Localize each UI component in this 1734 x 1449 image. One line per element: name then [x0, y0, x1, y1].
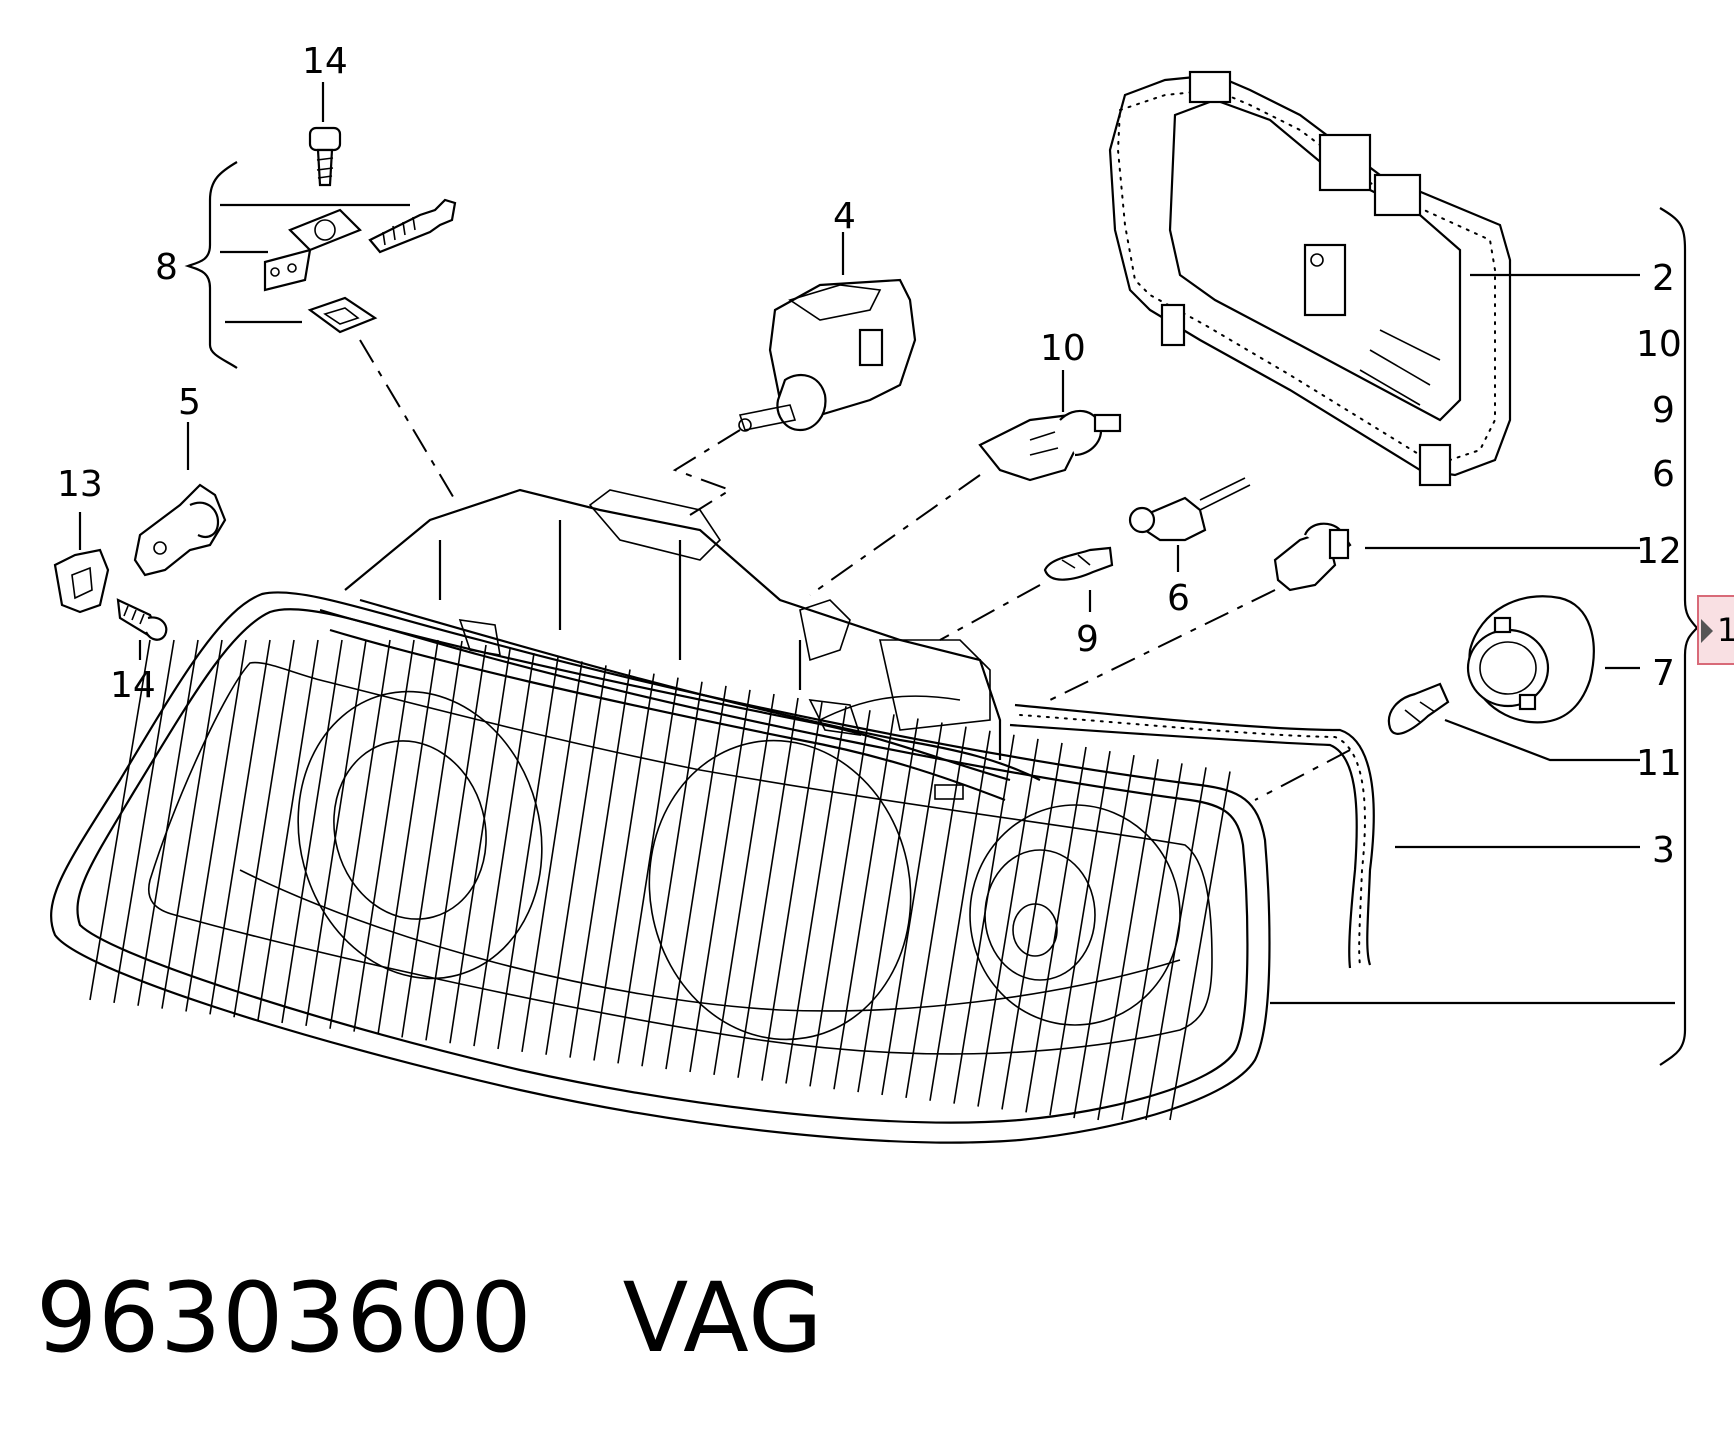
hatch-line	[521, 661, 583, 1052]
bulb-small-w5w	[1043, 546, 1114, 581]
arrow-right-icon	[1701, 619, 1713, 643]
hatch-line	[785, 706, 847, 1084]
hatch-line	[257, 639, 319, 1021]
bulb-h7	[1273, 522, 1352, 592]
screw-self-tapping	[368, 198, 457, 254]
hatch-line	[1097, 759, 1159, 1121]
callout-10-mid: 10	[1040, 328, 1086, 369]
hatch-line	[425, 644, 487, 1041]
hatch-line	[473, 653, 535, 1047]
hatch-line	[497, 657, 559, 1050]
hatch-line	[281, 639, 343, 1024]
callout-6-right: 6	[1652, 454, 1675, 495]
hatch-line	[1145, 767, 1207, 1121]
hatch-line	[353, 639, 415, 1032]
callout-3: 3	[1652, 830, 1675, 871]
callout-14-bottom: 14	[110, 665, 156, 706]
rear-cover	[1108, 70, 1512, 487]
callout-13: 13	[57, 464, 103, 505]
callout-4: 4	[833, 196, 856, 237]
bulb-socket	[1466, 595, 1595, 724]
callout-6-mid: 6	[1167, 578, 1190, 619]
hatch-line	[881, 722, 943, 1096]
hatch-line	[185, 639, 247, 1012]
callout-14-top: 14	[302, 41, 348, 82]
lens-hatching	[89, 639, 1231, 1121]
hatch-line	[329, 639, 391, 1029]
hatch-line	[665, 685, 727, 1070]
retaining-clip	[53, 548, 110, 614]
hatch-line	[761, 702, 823, 1081]
hatch-line	[1025, 746, 1087, 1113]
bulb-h1	[978, 409, 1122, 482]
hatch-line	[89, 639, 151, 1001]
seal-gasket	[1009, 703, 1375, 969]
hatch-line	[641, 681, 703, 1067]
hatch-line	[1001, 742, 1063, 1110]
part-caption: 96303600 VAG	[36, 1262, 914, 1374]
headlight-housing	[50, 488, 1271, 1144]
hatch-line	[857, 718, 919, 1093]
connector-wire	[1128, 477, 1251, 542]
hatch-line	[545, 665, 607, 1055]
callout-8: 8	[155, 247, 178, 288]
hatch-line	[305, 639, 367, 1027]
hatch-line	[377, 639, 439, 1035]
callout-7: 7	[1652, 653, 1675, 694]
hatch-line	[1073, 755, 1135, 1119]
callout-2: 2	[1652, 258, 1675, 299]
hatch-line	[113, 639, 175, 1004]
brand-name: VAG	[622, 1262, 824, 1374]
hatch-line	[1169, 771, 1231, 1121]
hatch-line	[689, 689, 751, 1073]
part-1-tab[interactable]: 1	[1697, 595, 1734, 665]
hatch-line	[1121, 763, 1183, 1121]
callout-9-right: 9	[1652, 390, 1675, 431]
callout-5: 5	[178, 382, 201, 423]
bulb-parking	[1387, 682, 1450, 735]
speed-nut	[307, 296, 378, 334]
hatch-line	[833, 714, 895, 1090]
hatch-line	[953, 734, 1015, 1104]
callout-9-mid: 9	[1076, 619, 1099, 660]
callout-11: 11	[1636, 743, 1682, 784]
part-1-tab-label: 1	[1717, 611, 1734, 649]
hatch-line	[137, 639, 199, 1006]
hatch-line	[929, 730, 991, 1101]
hatch-line	[401, 640, 463, 1038]
screw-bottom	[116, 598, 168, 641]
hatch-line	[161, 639, 223, 1009]
screw-top	[308, 126, 342, 187]
callout-labels: 14 8 4 10 5 13 14 9 6 2 10 9 6 12 7 11 3	[57, 41, 1682, 871]
bracket-clip	[263, 208, 362, 292]
callout-12: 12	[1636, 531, 1682, 572]
hatch-line	[905, 726, 967, 1099]
adjuster-motor	[738, 278, 917, 432]
hatch-line	[233, 639, 295, 1018]
hatch-line	[809, 710, 871, 1087]
hatch-line	[449, 648, 511, 1044]
part-number: 96303600	[36, 1262, 533, 1374]
hatch-line	[593, 673, 655, 1061]
callout-10-right: 10	[1636, 324, 1682, 365]
hatch-line	[569, 669, 631, 1058]
hatch-line	[737, 697, 799, 1078]
hatch-line	[977, 738, 1039, 1107]
hatch-line	[713, 693, 775, 1076]
adjuster-bracket	[133, 483, 227, 577]
hatch-line	[209, 639, 271, 1015]
hatch-line	[617, 677, 679, 1064]
hatch-line	[1049, 750, 1111, 1116]
